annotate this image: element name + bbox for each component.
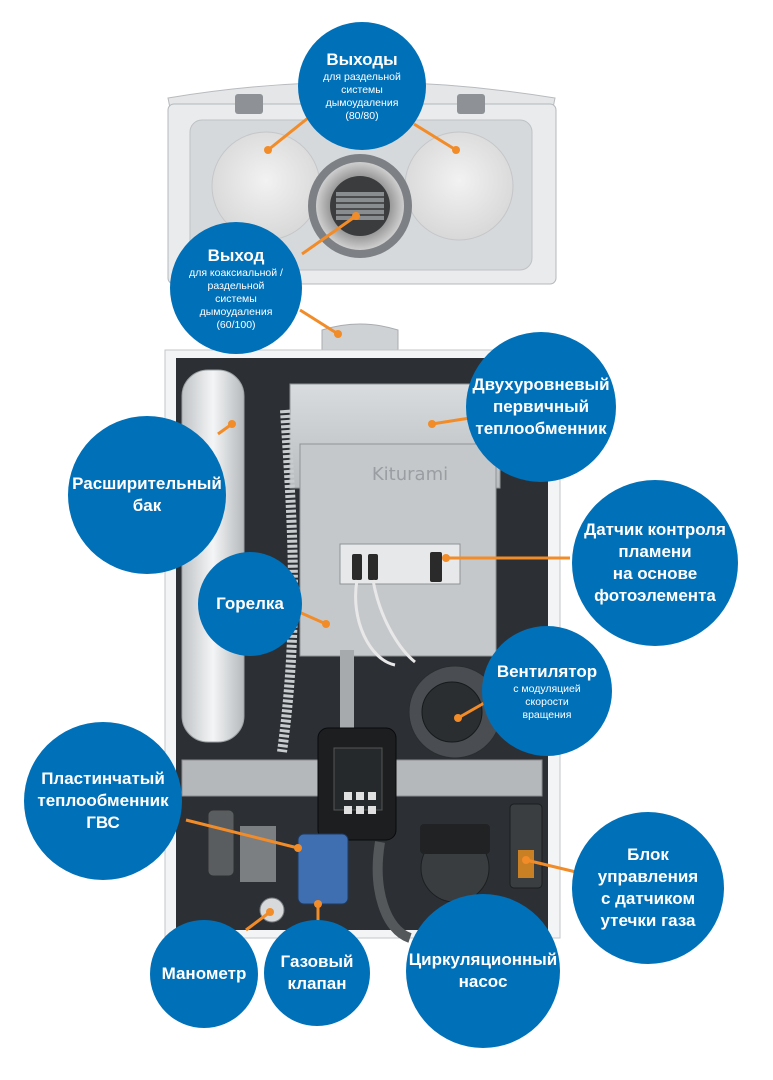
callout-title-line: на основе xyxy=(612,564,698,583)
callout-title-line: Вентилятор xyxy=(496,661,598,681)
callout-subtitle-line: системы xyxy=(341,84,383,96)
callout-burner: Горелка xyxy=(198,552,302,656)
callout-flame-sensor: Датчик контроля пламени на основе фотоэл… xyxy=(572,480,738,646)
callout-title-line: Выход xyxy=(207,245,265,265)
pointer-outlet-left xyxy=(264,116,309,154)
callout-title-line: Пластинчатый xyxy=(41,769,165,788)
callout-fan: Вентилятор с модуляцией скорости вращени… xyxy=(482,626,612,756)
callout-expansion-tank: Расширительный бак xyxy=(68,416,226,574)
callout-title-line: с датчиком xyxy=(600,889,696,908)
pointer-coaxial xyxy=(301,212,360,256)
callout-outlet-coaxial: Выход для коаксиальной / раздельной сист… xyxy=(170,222,302,354)
brand-logo: Kiturami xyxy=(372,464,448,485)
callout-pressure-gauge: Манометр xyxy=(150,920,258,1028)
callout-subtitle-line: системы xyxy=(215,292,257,305)
pointer-outlet-right xyxy=(413,122,460,154)
pointer-heat-exchanger xyxy=(428,416,471,428)
callout-plate-heat-exchanger: Пластинчатый теплообменник ГВС xyxy=(24,722,182,880)
callout-title-line: клапан xyxy=(287,974,347,993)
callout-title-line: Блок xyxy=(627,845,669,864)
callout-title-line: Циркуляционный xyxy=(408,950,558,969)
callout-outlets-separate: Выходы для раздельной системы дымоудален… xyxy=(298,22,426,150)
callout-title-line: Манометр xyxy=(161,964,247,983)
pointer-flame-sensor xyxy=(442,554,570,562)
pointer-pressure-gauge xyxy=(245,908,274,932)
callout-title-line: теплообменник xyxy=(37,791,169,810)
callout-subtitle-line: раздельной xyxy=(207,279,265,292)
callout-title-line: насос xyxy=(458,972,508,991)
callout-title-line: теплообменник xyxy=(475,419,607,438)
callout-title-line: пламени xyxy=(618,542,692,561)
callout-title-line: фотоэлемента xyxy=(594,586,716,605)
callout-gas-valve: Газовый клапан xyxy=(264,920,370,1026)
pointer-fan xyxy=(454,700,487,722)
callout-title-line: Двухуровневый xyxy=(472,375,610,394)
callout-subtitle-line: дымоудаления xyxy=(325,97,399,109)
callout-subtitle-line: для раздельной xyxy=(323,71,401,83)
callout-subtitle-line: для коаксиальной / xyxy=(189,266,283,279)
callout-title-line: бак xyxy=(132,496,162,515)
pointer-control-unit xyxy=(522,856,577,874)
callout-pointers xyxy=(185,116,577,932)
callout-title-line: утечки газа xyxy=(600,911,696,930)
callout-primary-heat-exchanger: Двухуровневый первичный теплообменник xyxy=(466,332,616,482)
callout-title-line: управления xyxy=(597,867,699,886)
callout-title-line: Расширительный xyxy=(72,474,222,493)
callout-title-line: первичный xyxy=(492,397,590,416)
callout-subtitle-line: вращения xyxy=(522,708,572,721)
callout-title-line: Выходы xyxy=(326,50,398,69)
pointer-coaxial-pipe xyxy=(299,308,342,338)
callout-subtitle-line: дымоудаления xyxy=(199,305,273,318)
callout-subtitle-line: (60/100) xyxy=(216,318,256,331)
callout-subtitle-line: с модуляцией скорости xyxy=(513,682,581,708)
callout-subtitle-line: (80/80) xyxy=(345,110,379,122)
callout-title-line: Горелка xyxy=(216,594,284,613)
callout-circulation-pump: Циркуляционный насос xyxy=(406,894,560,1048)
pointer-plate-hx xyxy=(185,818,302,852)
callout-title-line: Датчик контроля xyxy=(584,520,726,539)
callout-control-unit: Блок управления с датчиком утечки газа xyxy=(572,812,724,964)
pointer-expansion-tank xyxy=(217,420,236,436)
callout-title-line: ГВС xyxy=(86,813,120,832)
callout-title-line: Газовый xyxy=(280,952,354,971)
